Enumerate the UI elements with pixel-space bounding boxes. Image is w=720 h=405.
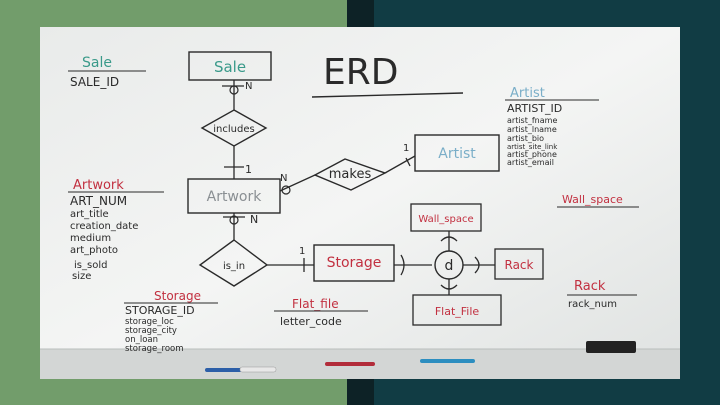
- artist-entity-label: Artist: [438, 146, 476, 162]
- cardinality-storage-1: 1: [299, 246, 305, 257]
- artwork-note-key: ART_NUM: [70, 194, 127, 208]
- flat-file-entity-label: Flat_File: [435, 305, 480, 318]
- flat-file-note-title: Flat_file: [292, 297, 339, 311]
- marker-white: [240, 367, 276, 372]
- wall-space-entity-label: Wall_space: [418, 214, 473, 225]
- artist-attr-2: artist_lname: [507, 125, 557, 134]
- rack-note-title: Rack: [574, 279, 606, 294]
- artwork-attr-5: is_sold: [74, 260, 107, 271]
- makes-relationship-label: makes: [329, 167, 372, 182]
- cardinality-artwork-1: 1: [245, 163, 252, 176]
- artist-attr-1: artist_fname: [507, 116, 557, 125]
- cardinality-sale-n: N: [245, 81, 252, 92]
- artwork-entity-label: Artwork: [207, 189, 263, 205]
- storage-entity-label: Storage: [327, 255, 382, 271]
- rack-note-key: rack_num: [568, 299, 617, 310]
- disjoint-symbol: d: [445, 258, 454, 274]
- artwork-attr-3: medium: [70, 233, 111, 244]
- sale-note-title: Sale: [82, 55, 112, 71]
- artist-attr-3: artist_bio: [507, 134, 544, 143]
- storage-note-title: Storage: [154, 289, 201, 303]
- cardinality-artwork-n: N: [280, 173, 287, 184]
- whiteboard: ERD Sale N includes 1 Artwork N makes 1 …: [40, 27, 680, 379]
- sale-entity-label: Sale: [214, 58, 246, 76]
- artist-note-key: ARTIST_ID: [507, 102, 562, 115]
- eraser: [586, 341, 636, 353]
- artwork-attr-4: art_photo: [70, 245, 118, 256]
- artwork-attr-6: size: [72, 271, 91, 282]
- cardinality-artist-1: 1: [403, 143, 409, 154]
- artwork-attr-1: art_title: [70, 209, 109, 220]
- storage-note-key: STORAGE_ID: [125, 304, 195, 317]
- erd-title: ERD: [323, 52, 398, 93]
- is-in-relationship-label: is_in: [223, 261, 245, 272]
- artist-attr-6: artist_email: [507, 158, 554, 167]
- marker-red: [325, 362, 375, 366]
- rack-entity-label: Rack: [505, 258, 534, 272]
- marker-lightblue: [420, 359, 475, 363]
- artist-note-title: Artist: [510, 86, 545, 101]
- artwork-attr-2: creation_date: [70, 221, 138, 232]
- flat-file-note-key: letter_code: [280, 315, 342, 328]
- storage-attr-4: storage_room: [125, 344, 184, 354]
- includes-relationship-label: includes: [213, 124, 254, 135]
- wall-space-note-title: Wall_space: [562, 193, 623, 206]
- sale-note-key: SALE_ID: [70, 75, 119, 89]
- whiteboard-photo: ERD Sale N includes 1 Artwork N makes 1 …: [40, 27, 680, 379]
- cardinality-storage-n: N: [250, 213, 258, 226]
- artwork-note-title: Artwork: [73, 178, 124, 193]
